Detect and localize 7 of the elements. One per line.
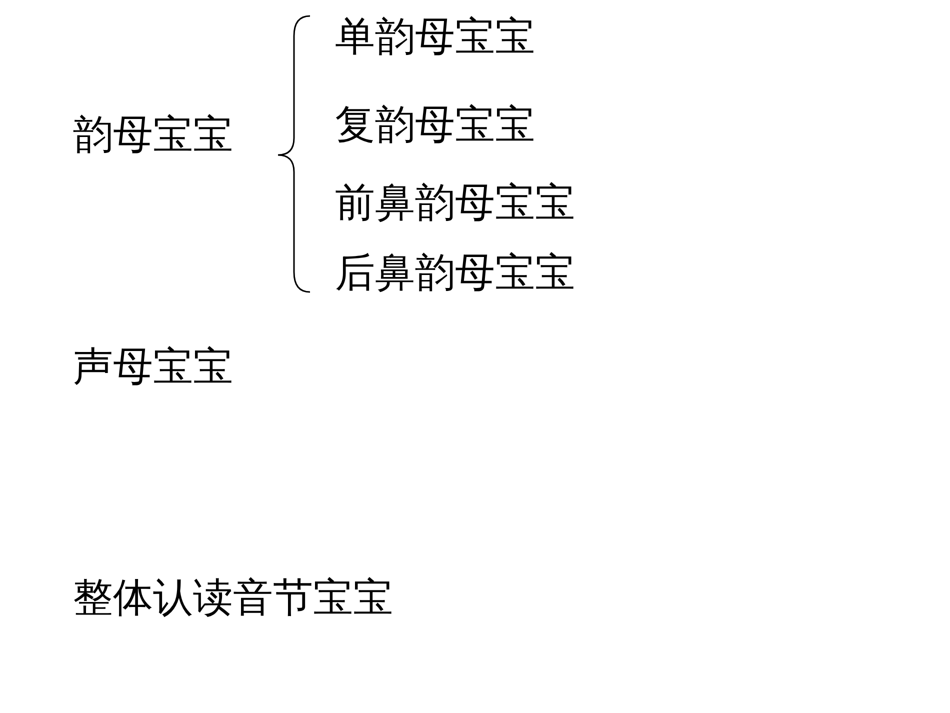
category-item: 后鼻韵母宝宝 [335, 249, 575, 297]
category-item: 整体认读音节宝宝 [73, 574, 393, 622]
category-item: 复韵母宝宝 [335, 101, 535, 149]
category-heading: 韵母宝宝 [73, 111, 233, 159]
category-item: 单韵母宝宝 [335, 13, 535, 61]
category-item: 声母宝宝 [73, 343, 233, 391]
category-item: 前鼻韵母宝宝 [335, 179, 575, 227]
